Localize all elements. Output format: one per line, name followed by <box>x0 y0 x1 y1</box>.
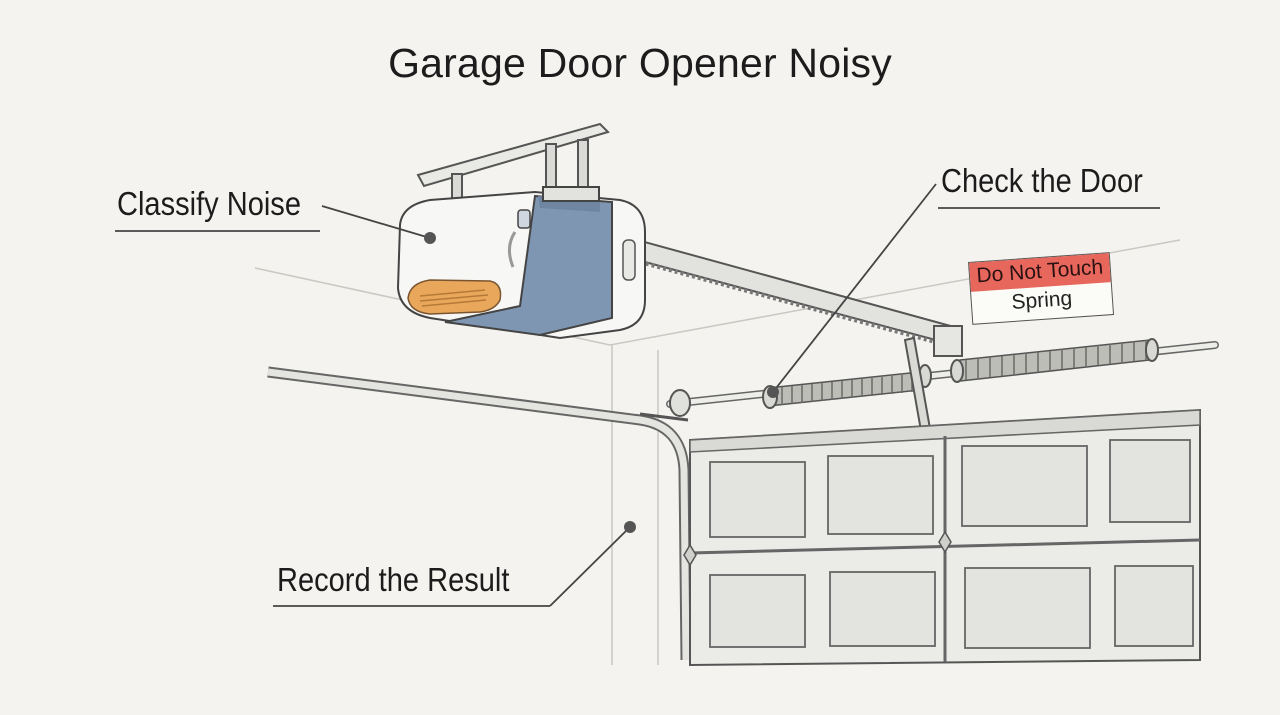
callout-classify-noise: Classify Noise <box>117 185 301 222</box>
callout-leaders <box>115 183 1160 607</box>
dot-check <box>767 386 779 398</box>
spring-coil-left <box>767 371 921 407</box>
leader-record <box>549 526 631 607</box>
torsion-spring-assembly <box>666 338 1219 417</box>
leader-check <box>772 183 937 393</box>
leader-classify <box>321 205 431 239</box>
page-title: Garage Door Opener Noisy <box>388 40 892 86</box>
opener-motor-unit <box>396 186 646 340</box>
door-track-left <box>267 366 692 661</box>
garage-door <box>683 408 1201 667</box>
warning-sign: Do Not Touch Spring <box>968 252 1115 325</box>
dot-record <box>624 521 636 533</box>
callout-record-result: Record the Result <box>277 561 510 598</box>
spring-coil-right <box>959 339 1151 382</box>
callout-dots <box>424 232 779 533</box>
ceiling-bracket <box>416 122 610 207</box>
callout-check-door: Check the Door <box>941 162 1143 199</box>
dot-classify <box>424 232 436 244</box>
